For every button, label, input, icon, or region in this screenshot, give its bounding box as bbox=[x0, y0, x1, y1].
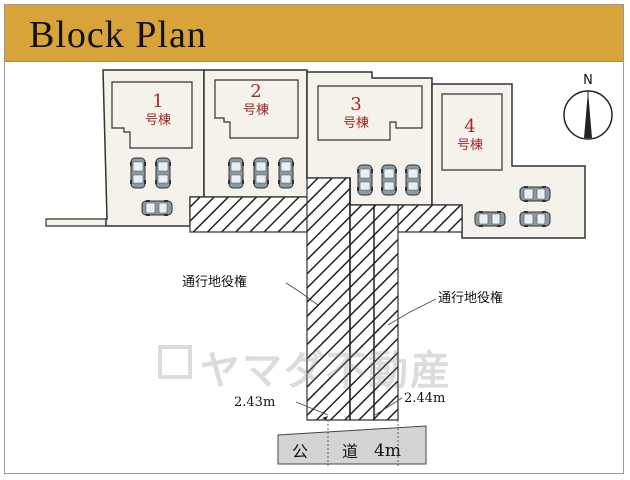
parking-car bbox=[356, 164, 374, 196]
road-label-dou: 道 bbox=[342, 442, 358, 461]
page-title: Block Plan bbox=[29, 14, 207, 56]
parking-car bbox=[141, 199, 173, 217]
parking-car bbox=[474, 210, 506, 228]
lot-4-label: 号棟 bbox=[457, 138, 483, 153]
lot-4-building bbox=[441, 93, 503, 171]
road-width: 4m bbox=[374, 441, 401, 461]
parking-car bbox=[277, 157, 295, 189]
compass-label: N bbox=[583, 73, 593, 88]
lot-1-number: 1 bbox=[152, 91, 163, 112]
width-label-left: 2.43m bbox=[234, 395, 275, 410]
watermark-text: ヤマダ不動産 bbox=[200, 348, 452, 394]
parking-car bbox=[519, 185, 551, 203]
easement-area-left bbox=[306, 177, 351, 421]
lot-3-label: 号棟 bbox=[343, 116, 369, 131]
lot-2-label: 号棟 bbox=[243, 103, 269, 118]
lot-2-number: 2 bbox=[250, 81, 261, 102]
adjacent-strip bbox=[45, 218, 108, 227]
width-label-right: 2.44m bbox=[404, 391, 445, 406]
easement-label-left: 通行地役権 bbox=[182, 274, 247, 290]
parking-car bbox=[154, 157, 172, 189]
lot-4-number: 4 bbox=[464, 116, 475, 137]
lot-1-label: 号棟 bbox=[145, 113, 171, 128]
header-bar: Block Plan bbox=[5, 5, 623, 62]
north-arrow-icon bbox=[563, 90, 613, 140]
lot-2-building bbox=[214, 79, 299, 139]
lot-3-building bbox=[317, 85, 423, 141]
parking-car bbox=[404, 164, 422, 196]
parking-car bbox=[519, 210, 551, 228]
road-label-kou: 公 bbox=[292, 442, 308, 461]
public-road bbox=[277, 425, 427, 465]
lot-3-number: 3 bbox=[350, 94, 361, 115]
parking-car bbox=[129, 157, 147, 189]
parking-car bbox=[380, 164, 398, 196]
parking-car bbox=[227, 157, 245, 189]
watermark-logo-icon bbox=[158, 345, 192, 379]
easement-label-right: 通行地役権 bbox=[438, 290, 503, 306]
parking-car bbox=[252, 157, 270, 189]
lot-1-building bbox=[111, 81, 193, 149]
